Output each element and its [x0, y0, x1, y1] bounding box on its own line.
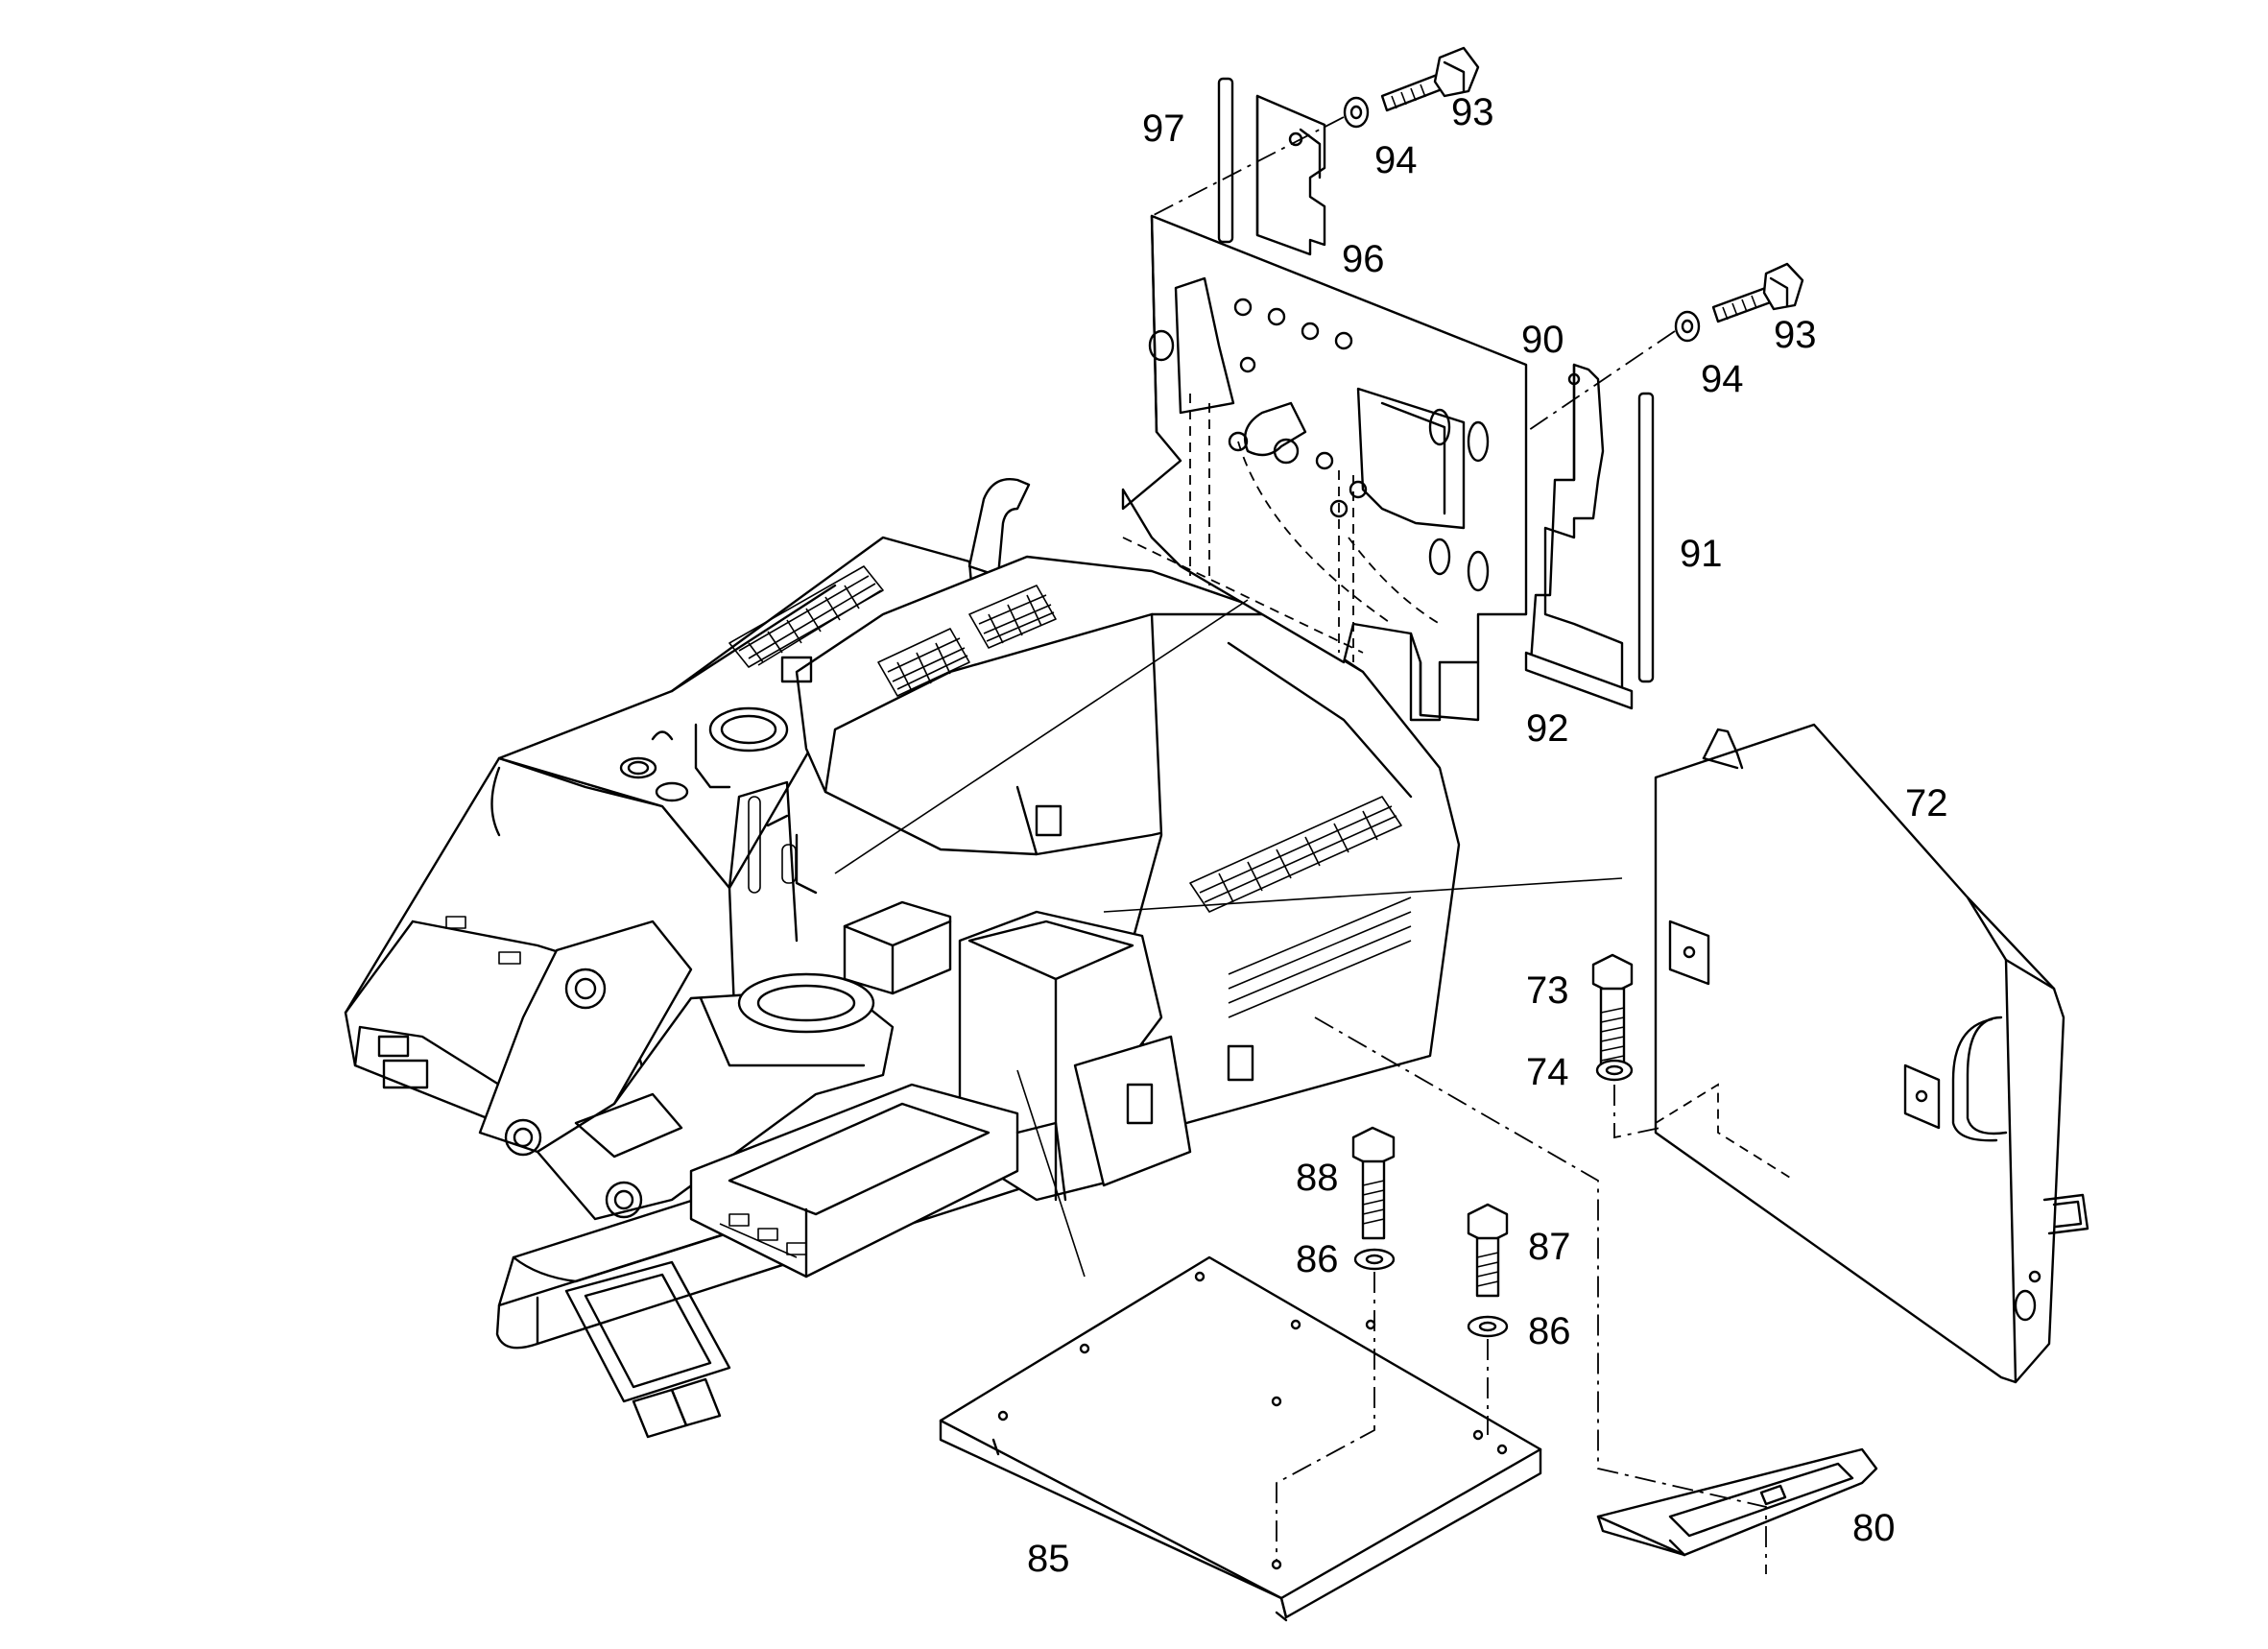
callout-93-top: 93	[1451, 91, 1494, 133]
callout-87: 87	[1528, 1226, 1571, 1268]
part-88-bolt	[1351, 1126, 1396, 1240]
part-94-washer-top	[1343, 96, 1370, 129]
leader-lines	[834, 599, 1623, 1278]
centerline-80	[1314, 1016, 1767, 1574]
callout-labels: 97 93 94 96 90 93 94 91 92 72 73 74 88 8…	[1027, 91, 1948, 1580]
part-86-washer-b	[1467, 1315, 1509, 1338]
callout-85: 85	[1027, 1538, 1070, 1580]
boom-swing-frame	[478, 920, 895, 1221]
machine-upper-structure	[344, 478, 1461, 1439]
callout-88: 88	[1296, 1157, 1339, 1199]
callout-94-right: 94	[1701, 358, 1744, 400]
part-86-washer-a	[1353, 1248, 1396, 1271]
part-74-washer	[1595, 1059, 1634, 1082]
part-92-strip	[1524, 651, 1634, 710]
side-vent-grille	[1189, 796, 1402, 913]
part-93-bolt-top	[1380, 46, 1480, 112]
part-80-cover	[1596, 1447, 1878, 1557]
callout-72: 72	[1905, 782, 1948, 824]
part-85-bottom-plate	[939, 1255, 1542, 1622]
callout-97: 97	[1142, 108, 1185, 150]
callout-93-right: 93	[1774, 314, 1817, 356]
callout-94-top: 94	[1374, 139, 1418, 181]
part-93-bolt-right	[1711, 262, 1804, 323]
centerline-93-top	[1151, 116, 1345, 217]
top-cover-grilles	[877, 585, 1057, 697]
part-87-bolt	[1467, 1203, 1509, 1298]
part-96-bracket	[1255, 94, 1326, 256]
callout-91: 91	[1680, 533, 1723, 575]
part-97-strip	[1217, 77, 1234, 244]
callout-80: 80	[1852, 1507, 1896, 1549]
callout-73: 73	[1526, 969, 1569, 1012]
centerline-73	[1613, 1085, 1661, 1139]
centerline-88	[1276, 1272, 1375, 1560]
left-vent-grille	[728, 565, 884, 668]
part-91-strip	[1637, 392, 1655, 683]
part-90-rear-plate	[1121, 214, 1528, 722]
part-91-side-plate	[1529, 363, 1624, 693]
callout-86-a: 86	[1296, 1238, 1339, 1280]
callout-74: 74	[1526, 1051, 1569, 1093]
battery-box	[689, 1083, 1019, 1279]
part-72-side-door	[1654, 723, 2089, 1384]
centerline-93-right	[1525, 330, 1676, 433]
callout-86-b: 86	[1528, 1310, 1571, 1352]
callout-90: 90	[1521, 319, 1564, 361]
part-94-washer-right	[1674, 310, 1701, 343]
callout-92: 92	[1526, 707, 1569, 750]
callout-96: 96	[1342, 238, 1385, 280]
part-73-bolt	[1591, 953, 1634, 1072]
